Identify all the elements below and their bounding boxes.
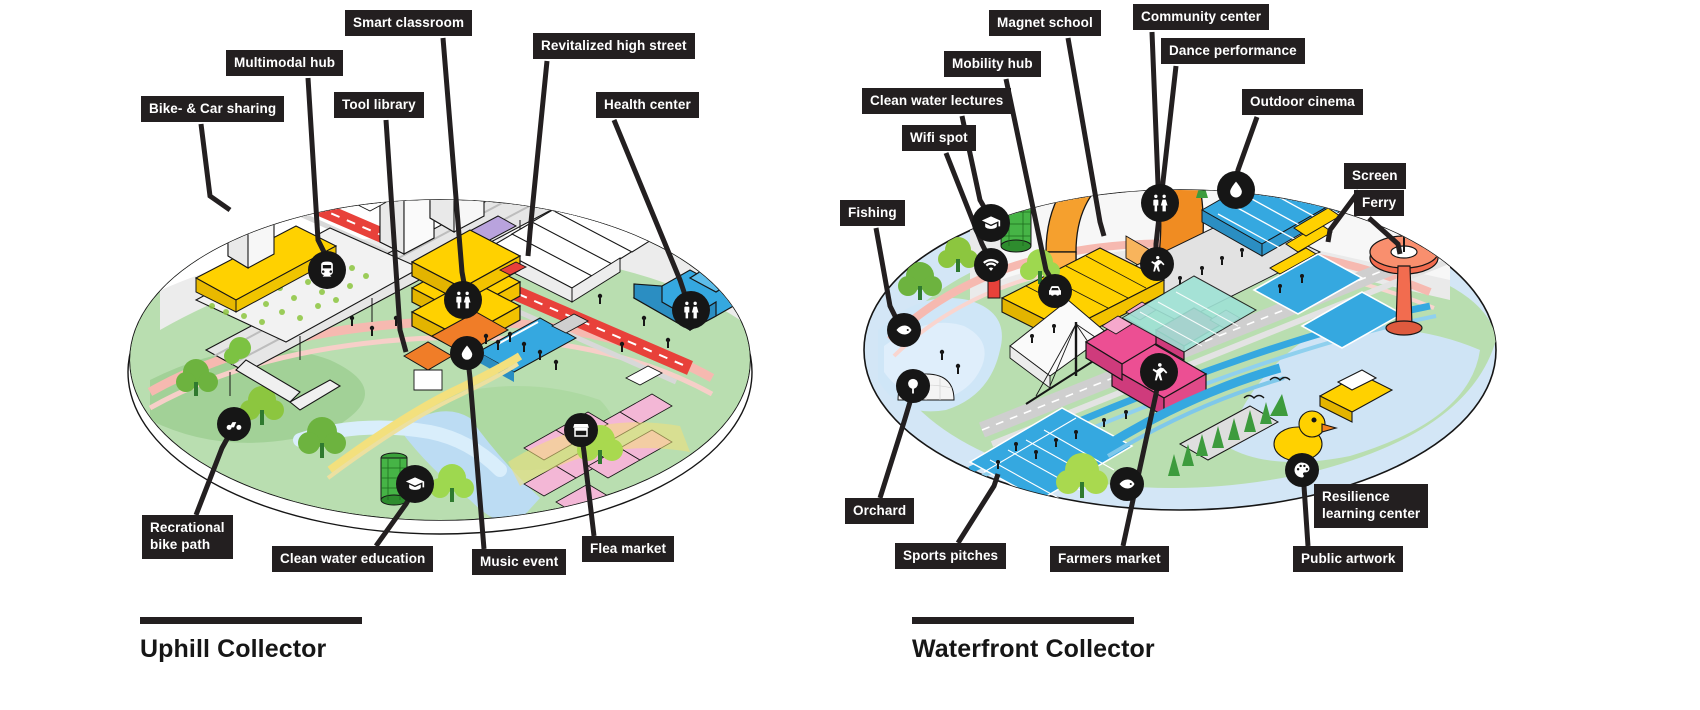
label-sports-pitches: Sports pitches — [895, 543, 1007, 570]
callout-orchard: Orchard — [845, 498, 915, 525]
label-music-event: Music event — [472, 549, 567, 576]
callout-health-center: Health center — [596, 92, 699, 119]
callout-smart-classroom: Smart classroom — [345, 10, 473, 37]
market-icon — [564, 413, 598, 447]
label-mobility-hub: Mobility hub — [944, 51, 1041, 78]
callout-screen: Screen — [1344, 163, 1406, 190]
restroom-icon — [444, 281, 482, 319]
graduation-icon — [396, 465, 434, 503]
label-smart-classroom: Smart classroom — [345, 10, 473, 37]
callout-ferry: Ferry — [1354, 190, 1405, 217]
label-fishing: Fishing — [840, 200, 905, 227]
label-revitalized-high-street: Revitalized high street — [533, 33, 695, 60]
callout-clean-water-education: Clean water education — [272, 546, 434, 573]
callout-tool-library: Tool library — [334, 92, 424, 119]
panel-waterfront-collector: Fishing Clean water lectures Wifi spot M… — [840, 0, 1700, 710]
label-tool-library: Tool library — [334, 92, 424, 119]
callout-music-event: Music event — [472, 549, 567, 576]
uphill-title-text: Uphill Collector — [140, 635, 327, 663]
palette-icon — [1285, 453, 1319, 487]
fishing-icon — [887, 313, 921, 347]
label-screen: Screen — [1344, 163, 1406, 190]
label-multimodal-hub: Multimodal hub — [226, 50, 344, 77]
callout-mobility-hub: Mobility hub — [944, 51, 1041, 78]
cinema-icon — [1217, 171, 1255, 209]
callout-clean-water-lectures: Clean water lectures — [862, 88, 1012, 115]
panel-uphill-collector: Bike- & Car sharing Multimodal hub Smart… — [127, 10, 753, 664]
car-icon — [1038, 274, 1072, 308]
health-icon — [672, 291, 710, 329]
waterfront-title-text: Waterfront Collector — [912, 635, 1155, 663]
label-outdoor-cinema: Outdoor cinema — [1242, 89, 1363, 116]
callout-multimodal-hub: Multimodal hub — [226, 50, 344, 77]
dance-icon — [1140, 247, 1174, 281]
clean-water-icon — [450, 336, 484, 370]
callout-fishing: Fishing — [840, 200, 905, 227]
tree-icon — [896, 369, 930, 403]
waterfront-section-title: Waterfront Collector — [912, 617, 1155, 664]
label-resilience-learning-center: Resilience learning center — [1314, 484, 1429, 528]
callout-outdoor-cinema: Outdoor cinema — [1242, 89, 1363, 116]
callout-community-center: Community center — [1133, 4, 1270, 31]
callout-resilience-learning-center: Resilience learning center — [1314, 484, 1429, 528]
callout-magnet-school: Magnet school — [989, 10, 1101, 37]
farmers-market-icon — [1140, 353, 1178, 391]
bike-icon — [217, 407, 251, 441]
label-bike-car-sharing: Bike- & Car sharing — [141, 96, 285, 123]
callout-wifi-spot: Wifi spot — [902, 125, 976, 152]
label-orchard: Orchard — [845, 498, 915, 525]
label-wifi-spot: Wifi spot — [902, 125, 976, 152]
label-dance-performance: Dance performance — [1161, 38, 1305, 65]
label-clean-water-education: Clean water education — [272, 546, 434, 573]
uphill-illustration — [127, 199, 753, 535]
callout-public-artwork: Public artwork — [1293, 546, 1404, 573]
uphill-section-title: Uphill Collector — [140, 617, 362, 664]
callout-farmers-market: Farmers market — [1050, 546, 1169, 573]
callout-dance-performance: Dance performance — [1161, 38, 1305, 65]
label-recrational-bike-path: Recrational bike path — [142, 515, 233, 559]
train-icon — [308, 251, 346, 289]
label-clean-water-lectures: Clean water lectures — [862, 88, 1012, 115]
sports-icon — [1110, 467, 1144, 501]
wifi-icon — [974, 248, 1008, 282]
callout-flea-market: Flea market — [582, 536, 675, 563]
label-farmers-market: Farmers market — [1050, 546, 1169, 573]
label-ferry: Ferry — [1354, 190, 1405, 217]
restroom-icon — [1141, 184, 1179, 222]
label-community-center: Community center — [1133, 4, 1270, 31]
callout-bike-car-sharing: Bike- & Car sharing — [141, 96, 285, 123]
label-magnet-school: Magnet school — [989, 10, 1101, 37]
uphill-title-rule — [140, 617, 362, 624]
label-flea-market: Flea market — [582, 536, 675, 563]
graduation-icon — [972, 204, 1010, 242]
callout-sports-pitches: Sports pitches — [895, 543, 1007, 570]
waterfront-title-rule — [912, 617, 1134, 624]
label-public-artwork: Public artwork — [1293, 546, 1404, 573]
label-health-center: Health center — [596, 92, 699, 119]
callout-revitalized-high-street: Revitalized high street — [533, 33, 695, 60]
callout-recrational-bike-path: Recrational bike path — [142, 515, 233, 559]
